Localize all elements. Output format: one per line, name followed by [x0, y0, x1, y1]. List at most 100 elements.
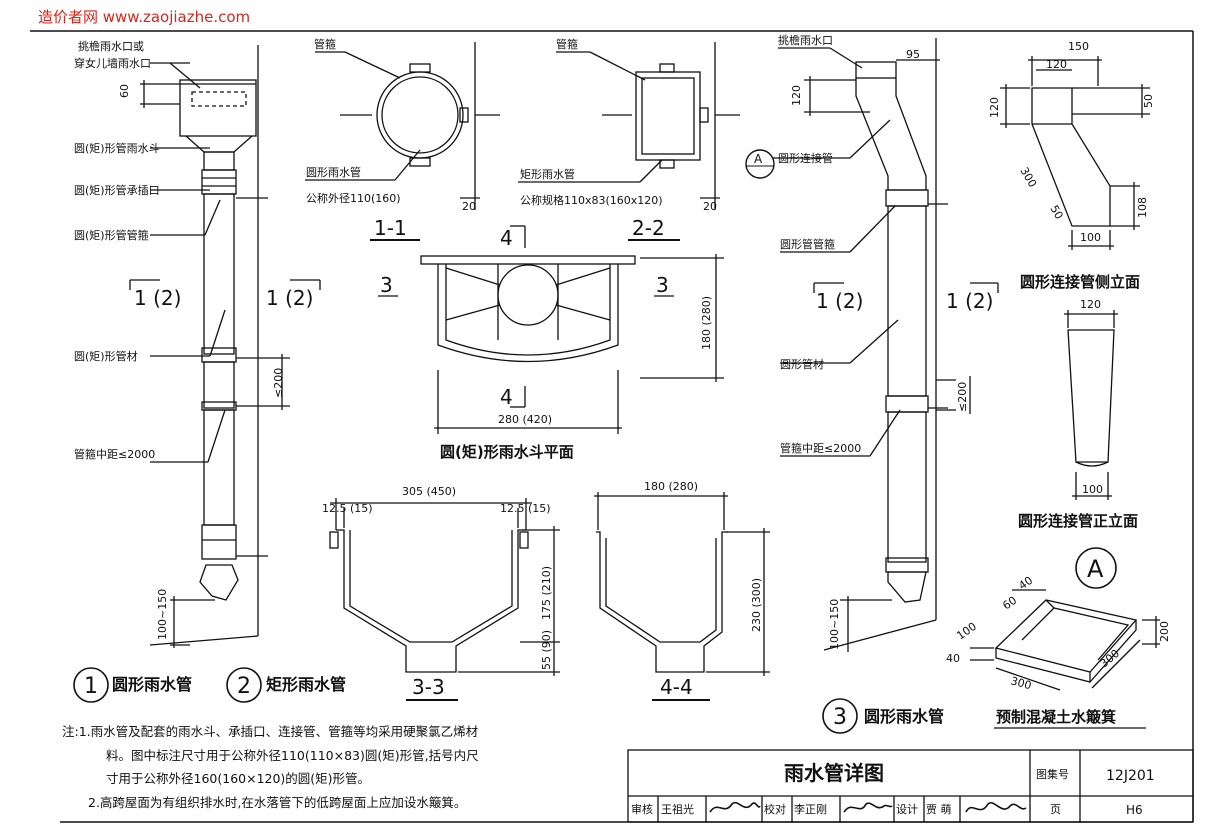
label-socket: 圆(矩)形管承插口 — [74, 183, 160, 197]
d3-section-mark-1: 1 (2) — [816, 289, 863, 313]
caption-3-badge: 3 — [822, 698, 858, 734]
side-dim-120: 120 — [1046, 58, 1067, 71]
splash-dim-40-b: 40 — [946, 652, 960, 665]
label-pipe: 圆(矩)形管材 — [74, 349, 138, 363]
caption-1-number: 1 — [84, 674, 98, 699]
designer-signature — [965, 801, 1027, 813]
d3-label-clamp: 圆形管管箍 — [780, 237, 835, 251]
dim-100-150: 100~150 — [156, 589, 169, 640]
d3-label-connector: 圆形连接管 — [778, 151, 833, 165]
side-dim-108: 108 — [1136, 197, 1149, 218]
s11-size-label: 公称外径110(160) — [306, 191, 401, 205]
note-line-1: 注:1.雨水管及配套的雨水斗、承插口、连接管、管箍等均采用硬聚氯乙烯材 — [62, 724, 478, 739]
checker-signature — [843, 802, 893, 813]
d3-dim-100-150: 100~150 — [828, 599, 841, 650]
s33-dim-top: 305 (450) — [402, 485, 456, 498]
plan-cut-3-right: 3 — [656, 273, 669, 297]
rainpipe-elevation-1 — [129, 45, 321, 648]
front-dim-120: 120 — [1080, 298, 1101, 311]
reviewer-name: 王祖光 — [661, 802, 694, 816]
label-spacing: 管箍中距≤2000 — [74, 447, 155, 461]
review-label: 审核 — [631, 802, 653, 816]
s11-dim-20: 20 — [462, 200, 476, 213]
section-mark-2: 1 (2) — [266, 286, 313, 310]
side-dim-50: 50 — [1142, 94, 1155, 108]
rainpipe-elevation-3 — [772, 38, 999, 652]
plan-cut-4-top: 4 — [500, 226, 513, 250]
section-3-3-title: 3-3 — [412, 675, 445, 699]
plan-dim-height: 180 (280) — [700, 296, 713, 350]
detail-a-letter: A — [1087, 555, 1104, 583]
s11-clamp-label: 管箍 — [314, 37, 336, 51]
d3-dim-95: 95 — [906, 48, 920, 61]
splash-title: 预制混凝土水簸箕 — [996, 708, 1116, 726]
detail-a-marker: A — [745, 149, 775, 179]
plan-title: 圆(矩)形雨水斗平面 — [440, 443, 574, 461]
s22-pipe-label: 矩形雨水管 — [520, 167, 575, 181]
label-outlet-2: 穿女儿墙雨水口 — [74, 56, 151, 70]
page-label: 页 — [1050, 803, 1061, 816]
splash-block-drawing — [970, 589, 1160, 691]
detail-a-marker-letter: A — [754, 152, 763, 166]
splash-dim-100: 100 — [954, 620, 979, 643]
side-dim-300: 300 — [1017, 165, 1039, 190]
s33-dim-h1: 175 (210) — [540, 566, 553, 620]
d3-section-mark-2: 1 (2) — [946, 289, 993, 313]
s33-dim-left: 12.5 (15) — [322, 502, 373, 515]
front-dim-100: 100 — [1082, 483, 1103, 496]
section-1-1-drawing — [305, 42, 500, 241]
detail-a-circle: A — [1075, 547, 1117, 589]
reviewer-signature — [709, 801, 761, 813]
s22-dim-20: 20 — [703, 200, 717, 213]
watermark-text: 造价者网 www.zaojiazhe.com — [38, 8, 251, 26]
note-line-2: 料。图中标注尺寸用于公称外径110(110×83)圆(矩)形管,括号内尺 — [106, 748, 479, 763]
d3-dim-120: 120 — [790, 85, 803, 106]
plan-cut-3-left: 3 — [380, 273, 393, 297]
title-block-grid — [627, 749, 1194, 823]
side-dim-50-b: 50 — [1047, 203, 1065, 222]
hopper-plan-drawing — [378, 225, 724, 434]
section-4-4-title: 4-4 — [660, 675, 693, 699]
splash-dim-60: 60 — [1000, 594, 1019, 613]
splash-dim-200: 200 — [1158, 621, 1171, 642]
section-2-2-title: 2-2 — [632, 216, 665, 240]
side-dim-120-v: 120 — [988, 97, 1001, 118]
label-outlet: 挑檐雨水口或 — [78, 39, 144, 53]
atlas-label: 图集号 — [1036, 767, 1069, 781]
section-4-4-drawing — [594, 492, 770, 701]
connector-front-elevation — [1064, 310, 1118, 500]
dim-60: 60 — [118, 84, 131, 98]
side-dim-100: 100 — [1080, 231, 1101, 244]
label-hopper: 圆(矩)形管雨水斗 — [74, 141, 160, 155]
section-2-2-drawing — [518, 42, 740, 241]
note-line-3: 寸用于公称外径160(160×120)的圆(矩)形管。 — [106, 771, 370, 786]
section-3-3-drawing — [329, 498, 560, 701]
sheet-title: 雨水管详图 — [784, 761, 884, 785]
s44-dim-top: 180 (280) — [644, 480, 698, 493]
plan-dim-width: 280 (420) — [498, 413, 552, 426]
s22-clamp-label: 管箍 — [556, 37, 578, 51]
caption-2-badge: 2 — [226, 667, 262, 703]
checker-name: 李正刚 — [794, 802, 827, 816]
s11-pipe-label: 圆形雨水管 — [306, 165, 361, 179]
section-1-1-title: 1-1 — [374, 216, 407, 240]
dim-le200: ≤200 — [272, 368, 285, 398]
side-elevation-title: 圆形连接管侧立面 — [1020, 273, 1140, 291]
s22-size-label: 公称规格110x83(160x120) — [520, 193, 663, 207]
side-dim-150: 150 — [1068, 40, 1089, 53]
caption-2-number: 2 — [237, 674, 251, 699]
front-elevation-title: 圆形连接管正立面 — [1018, 512, 1138, 530]
d3-dim-le200: ≤200 — [956, 382, 969, 412]
caption-1-badge: 1 — [73, 667, 109, 703]
design-label: 设计 — [896, 803, 918, 816]
designer-name: 贾 萌 — [926, 802, 952, 816]
section-mark-1: 1 (2) — [134, 286, 181, 310]
d3-label-spacing: 管箍中距≤2000 — [780, 441, 861, 455]
caption-2-title: 矩形雨水管 — [266, 675, 346, 694]
plan-cut-4-bottom: 4 — [500, 385, 513, 409]
d3-label-pipe: 圆形管材 — [780, 357, 824, 371]
d3-label-outlet: 挑檐雨水口 — [778, 33, 833, 47]
caption-3-number: 3 — [833, 705, 847, 730]
atlas-number: 12J201 — [1106, 768, 1155, 784]
s33-dim-right: 12.5 (15) — [500, 502, 551, 515]
